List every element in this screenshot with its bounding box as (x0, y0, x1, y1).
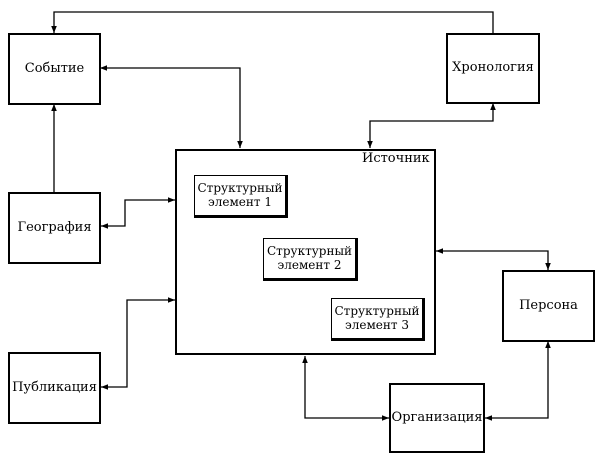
edge-organizaciya-persona (485, 341, 551, 421)
edge-publikaciya-istochnik (101, 297, 175, 390)
geografiya-box: География (8, 192, 101, 264)
element2-box: Структурный элемент 2 (263, 238, 358, 281)
edge-sobytie-istochnik (100, 65, 243, 148)
istochnik-label: Источник (362, 151, 430, 166)
sobytie-box: Событие (8, 33, 101, 105)
edge-istochnik-persona (436, 248, 551, 270)
edge-organizaciya-istochnik (302, 356, 389, 421)
edge-geografiya-istochnik (101, 197, 175, 229)
element3-box: Структурный элемент 3 (331, 298, 425, 341)
persona-box: Персона (502, 270, 595, 342)
element1-box: Структурный элемент 1 (194, 175, 288, 218)
organizaciya-box: Организация (389, 383, 485, 453)
edge-hronologiya-sobytie (51, 11, 494, 33)
publikaciya-box: Публикация (8, 352, 101, 424)
edge-hronologiya-istochnik (367, 103, 496, 148)
hronologiya-box: Хронология (446, 33, 540, 104)
